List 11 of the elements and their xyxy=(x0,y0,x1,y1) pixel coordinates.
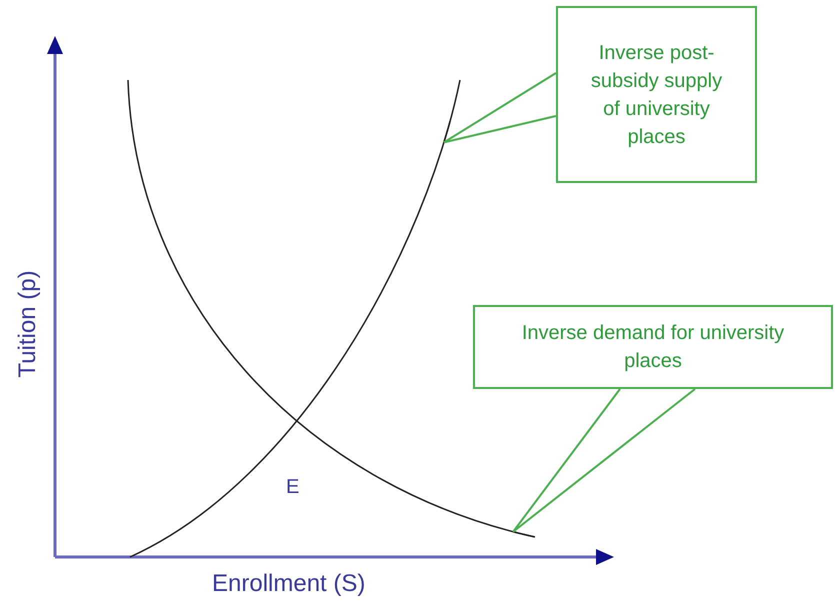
curve-segment xyxy=(512,531,535,538)
axis-title: Enrollment (S) xyxy=(212,570,366,598)
callout-pointer xyxy=(512,388,696,533)
callout-box xyxy=(473,305,833,389)
callout-box xyxy=(556,6,757,183)
callout-text: Inverse post-subsidy supply of university places xyxy=(590,40,724,150)
callout-text: Inverse demand for university places xyxy=(520,321,786,374)
callout-pointer xyxy=(442,72,557,144)
curve-segment xyxy=(443,121,451,143)
axis-title: Tuition (p) xyxy=(14,269,42,380)
point-label: E xyxy=(286,476,300,499)
